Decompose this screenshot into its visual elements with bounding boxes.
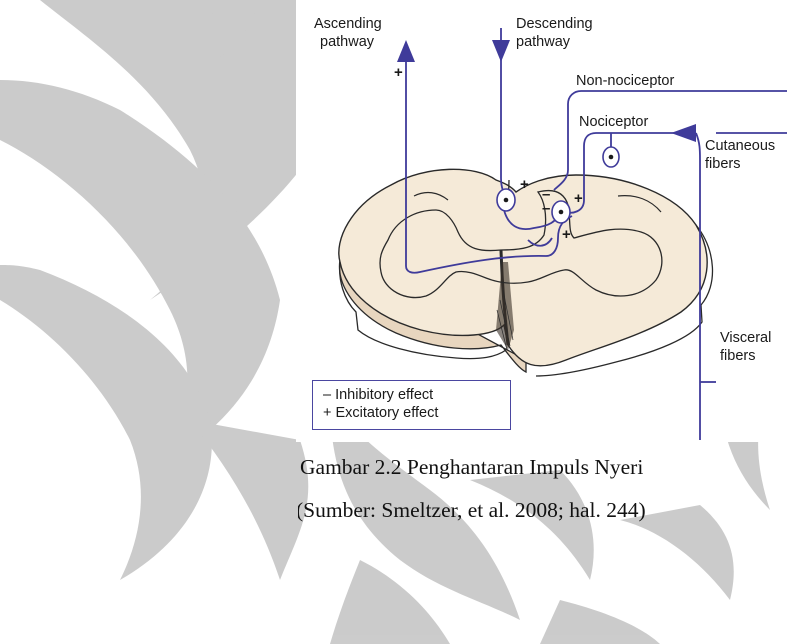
visceral-label-2: fibers — [720, 348, 755, 365]
descending-plus-sign: + — [520, 176, 529, 193]
cord-top — [339, 169, 707, 366]
ascending-label-1: Ascending — [314, 16, 382, 33]
descending-label-1: Descending — [516, 16, 593, 33]
legend-inhibitory: – Inhibitory effect — [323, 387, 433, 403]
visceral-label-1: Visceral — [720, 330, 771, 347]
cutaneous-arrowhead — [671, 124, 696, 142]
nociceptor-plus-sign: + — [574, 190, 583, 207]
nociceptor-label: Nociceptor — [579, 114, 648, 131]
non-nociceptor-label: Non-nociceptor — [576, 73, 674, 90]
ascending-label-2: pathway — [320, 34, 374, 51]
caption-source: (Sumber: Smeltzer, et al. 2008; hal. 244… — [298, 498, 646, 523]
cutaneous-label-1: Cutaneous — [705, 138, 775, 155]
legend-box: – Inhibitory effect + Excitatory effect — [312, 380, 511, 430]
figure-caption: Gambar 2.2 Penghantaran Impuls Nyeri (Su… — [298, 455, 787, 545]
caption-title: Gambar 2.2 Penghantaran Impuls Nyeri — [300, 455, 643, 480]
descending-arrowhead — [492, 40, 510, 62]
descending-label-2: pathway — [516, 34, 570, 51]
spinal-cord-diagram — [296, 0, 787, 442]
projection-plus-sign: + — [562, 226, 571, 243]
legend-excitatory: + Excitatory effect — [323, 405, 438, 421]
interneuron-minus-sign-2: – — [542, 200, 550, 217]
ascending-arrowhead — [397, 40, 415, 62]
pain-pathway-figure: Ascending pathway Descending pathway Non… — [296, 0, 787, 442]
cutaneous-label-2: fibers — [705, 156, 740, 173]
ascending-plus-sign: + — [394, 64, 403, 81]
